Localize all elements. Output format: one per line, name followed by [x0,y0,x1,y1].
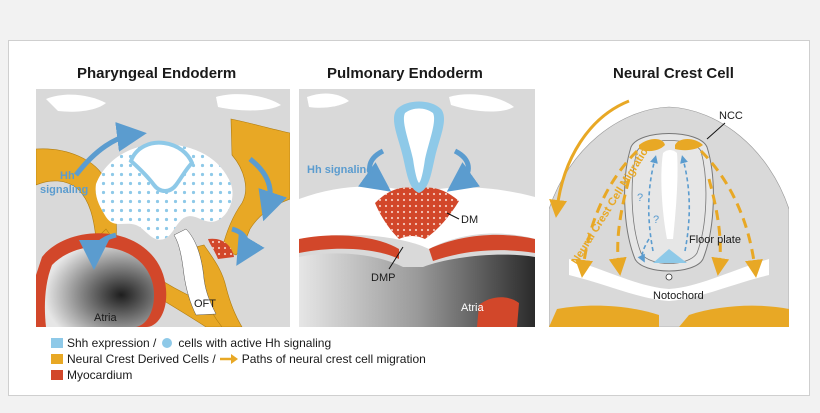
hh-signaling-label-b: Hh signaling [307,164,373,176]
floor-plate-label: Floor plate [689,234,741,246]
dmp-label: DMP [371,272,395,284]
hh-signaling-label-a1: Hh [60,170,75,182]
ncc-migration-path [699,149,763,278]
hh-signaling-label-a2: signaling [40,184,88,196]
lumen-white [46,94,106,112]
atria-label-b: Atria [461,302,485,314]
atria-chamber [44,246,155,327]
legend: Shh expression / cells with active Hh si… [51,335,426,383]
myocardium-dotted [208,238,234,259]
ncc-migration-path [575,149,639,278]
lumen-white [449,94,514,112]
title-neural-crest: Neural Crest Cell [613,65,734,82]
title-pulmonary: Pulmonary Endoderm [327,65,483,82]
shh-swatch [51,338,63,348]
legend-hh-cells-label: cells with active Hh signaling [178,336,332,350]
legend-ncd-label: Neural Crest Derived Cells / [67,352,216,366]
hh-signal-path [647,155,658,252]
lumen-white [307,93,349,108]
ncc-cluster [639,139,665,152]
ncc-migration-arrow [549,99,630,218]
notochord-label: Notochord [653,290,704,302]
foregut-lumen [403,108,435,183]
hh-cell-icon [162,338,173,348]
hh-signaling-arrow [358,148,392,192]
myocardium [299,235,399,259]
pharyngeal-panel: Hh signaling Atria OFT [36,89,290,327]
legend-row-shh: Shh expression / cells with active Hh si… [51,335,426,351]
legend-row-ncd: Neural Crest Derived Cells / Paths of ne… [51,351,426,367]
title-pharyngeal: Pharyngeal Endoderm [77,65,237,82]
ncc-migration-path [707,178,730,276]
neural-crest-panel: NCC Floor plate Notochord ? ? Neural Cre… [549,99,789,327]
hh-signaling-arrow [248,157,287,222]
dorsal-mesenchyme-dots [375,187,459,239]
legend-row-myo: Myocardium [51,367,426,383]
ncc-pointer [706,122,726,140]
oft-label: OFT [194,298,216,310]
ncc-label: NCC [719,110,743,122]
pulmonary-panel: Hh signaling DM DMP Atria [299,89,535,327]
hh-signaling-arrow [74,121,147,177]
question-mark: ? [637,192,643,204]
neural-canal [661,150,678,239]
myocardium [429,234,535,261]
hh-signal-path [637,238,650,263]
notochord [665,273,673,281]
lumen-white [216,94,281,111]
legend-myo-label: Myocardium [67,368,133,382]
question-mark: ? [653,214,659,226]
figure-frame: Pharyngeal Endoderm Pulmonary Endoderm N… [8,40,810,396]
ncc-migration-path [608,178,631,276]
legend-shh-label: Shh expression / [67,336,157,350]
hh-signal-path [680,155,691,252]
gut-cavity [569,259,769,301]
myocardium-swatch [51,370,63,380]
hh-signaling-arrow [446,148,480,192]
neural-crest-derived [679,305,789,327]
neural-crest-derived [549,305,659,327]
hh-signaling-arrow [231,226,265,266]
dmp-pointer [388,246,404,270]
floor-plate [653,249,687,263]
legend-migration-label: Paths of neural crest cell migration [241,352,426,366]
atria-label: Atria [94,312,118,324]
ncd-swatch [51,354,63,364]
myocardium [477,297,519,327]
atria-chamber [299,253,535,327]
migration-arrow-icon [219,354,238,364]
oft-lumen [173,228,217,316]
shh-expression-pharynx [128,140,195,193]
ncc-cluster [675,139,703,151]
dm-label: DM [461,214,478,226]
hh-signaling-arrow [79,232,117,270]
dm-pointer [446,212,460,220]
